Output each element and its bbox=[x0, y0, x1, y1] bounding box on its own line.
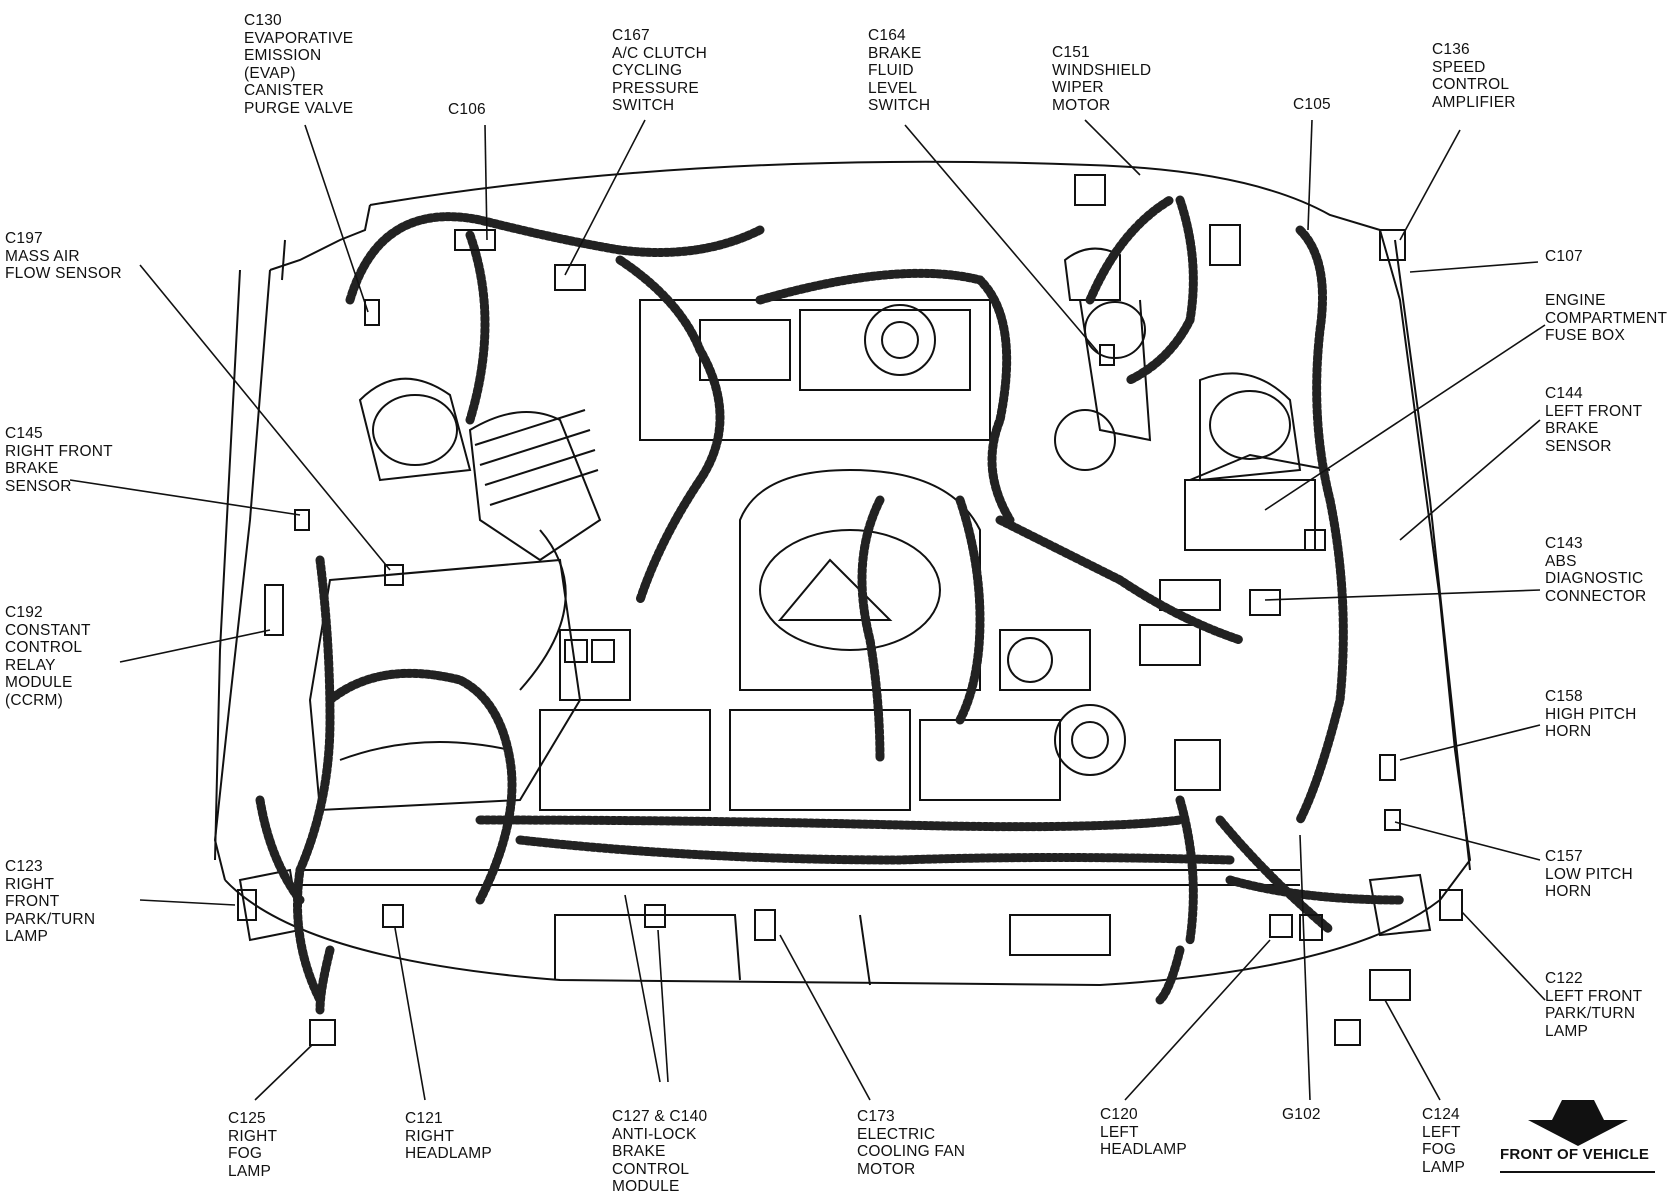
label-c143: C143 ABS DIAGNOSTIC CONNECTOR bbox=[1545, 535, 1647, 605]
label-c145: C145 RIGHT FRONT BRAKE SENSOR bbox=[5, 425, 113, 495]
label-c105: C105 bbox=[1293, 96, 1331, 113]
label-c197: C197 MASS AIR FLOW SENSOR bbox=[5, 230, 122, 282]
label-c107: C107 bbox=[1545, 248, 1583, 265]
leader-lines bbox=[69, 119, 1546, 1101]
label-c157: C157 LOW PITCH HORN bbox=[1545, 848, 1633, 900]
label-c106: C106 bbox=[448, 101, 486, 118]
engine-block bbox=[238, 224, 1432, 956]
label-c136: C136 SPEED CONTROL AMPLIFIER bbox=[1432, 41, 1516, 111]
label-c173: C173 ELECTRIC COOLING FAN MOTOR bbox=[857, 1108, 966, 1178]
label-g102: G102 bbox=[1282, 1106, 1321, 1123]
label-c123: C123 RIGHT FRONT PARK/TURN LAMP bbox=[5, 858, 96, 945]
label-c120: C120 LEFT HEADLAMP bbox=[1100, 1106, 1187, 1158]
connectors bbox=[237, 174, 1463, 1046]
label-c125: C125 RIGHT FOG LAMP bbox=[228, 1110, 278, 1180]
label-c122: C122 LEFT FRONT PARK/TURN LAMP bbox=[1545, 970, 1643, 1040]
label-c158: C158 HIGH PITCH HORN bbox=[1545, 688, 1637, 740]
label-c144: C144 LEFT FRONT BRAKE SENSOR bbox=[1545, 385, 1643, 455]
label-c151: C151 WINDSHIELD WIPER MOTOR bbox=[1052, 44, 1152, 114]
label-c130: C130 EVAPORATIVE EMISSION (EVAP) CANISTE… bbox=[244, 12, 354, 117]
label-c127-c140: C127 & C140 ANTI-LOCK BRAKE CONTROL MODU… bbox=[612, 1108, 708, 1195]
label-fusebox: ENGINE COMPARTMENT FUSE BOX bbox=[1545, 292, 1668, 344]
wiring-harness bbox=[255, 195, 1405, 1015]
label-front-of-vehicle: FRONT OF VEHICLE bbox=[1500, 1146, 1650, 1163]
front-arrow-icon bbox=[1500, 1100, 1655, 1173]
label-c192: C192 CONSTANT CONTROL RELAY MODULE (CCRM… bbox=[5, 604, 91, 709]
label-c164: C164 BRAKE FLUID LEVEL SWITCH bbox=[868, 27, 931, 114]
label-c121: C121 RIGHT HEADLAMP bbox=[405, 1110, 492, 1162]
label-c167: C167 A/C CLUTCH CYCLING PRESSURE SWITCH bbox=[612, 27, 708, 114]
label-c124: C124 LEFT FOG LAMP bbox=[1422, 1106, 1466, 1176]
